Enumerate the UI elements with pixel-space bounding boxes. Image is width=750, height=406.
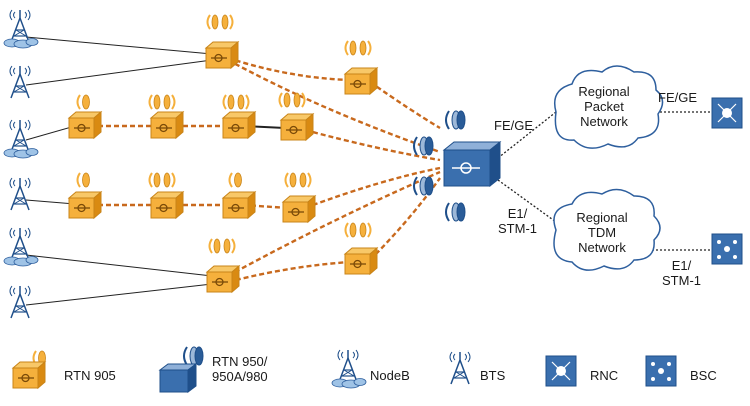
links <box>25 36 712 306</box>
rtn905-row2-1 <box>68 172 102 219</box>
legend-bts-icon <box>449 351 471 385</box>
link-bts1-hub <box>25 59 213 86</box>
regional-packet-network-label: Regional Packet Network <box>578 84 630 129</box>
link-nodeb1-hub <box>25 36 213 55</box>
rtn905-row2-2 <box>148 172 184 219</box>
link-rtn-top-center <box>369 81 441 130</box>
e1-stm1-right-label: E1/ STM-1 <box>662 258 701 288</box>
link-bts3-hub <box>25 283 213 306</box>
legend-bts-label: BTS <box>480 368 506 383</box>
rtn905-row2-4 <box>282 172 316 223</box>
link-nodeb2-rtn <box>25 125 76 141</box>
rtn905-row2-3 <box>222 172 256 219</box>
link-nodeb3-hub <box>25 254 213 277</box>
link-center-packet <box>497 111 557 159</box>
legend-rtn905-icon <box>12 350 47 389</box>
regional-packet-network-cloud <box>554 65 664 149</box>
rtn905-top-right <box>344 40 378 95</box>
rtn905-hub-bottom <box>206 238 240 293</box>
legend-rnc-icon <box>545 355 577 387</box>
rtn905-row1-2 <box>148 94 184 139</box>
rtn905-bottom-right <box>344 222 378 275</box>
bts-site-2 <box>9 177 31 211</box>
nodeb-site-1 <box>4 10 38 48</box>
rtn905-hub-top <box>205 14 239 69</box>
legend-rtn950-icon <box>158 346 204 393</box>
bts-site-1 <box>9 65 31 99</box>
rtn905-row1-3 <box>222 94 256 139</box>
regional-tdm-network-label: Regional TDM Network <box>576 210 628 255</box>
link-row2-center <box>304 166 441 210</box>
rnc-node <box>711 97 743 129</box>
rtn950-center <box>413 110 502 222</box>
legend-bsc-icon <box>645 355 677 387</box>
bsc-node <box>711 233 743 265</box>
legend-nodeb-icon <box>332 350 366 388</box>
legend-rnc-label: RNC <box>590 368 619 383</box>
bts-site-3 <box>9 285 31 319</box>
link-rtn-bottom-center <box>369 177 441 261</box>
legend-rtn950-label: RTN 950/ 950A/980 <box>212 354 268 384</box>
regional-tdm-network-cloud <box>553 188 661 271</box>
rtn905-row1-1 <box>68 94 102 139</box>
link-hub-top-center <box>227 58 441 154</box>
fe-ge-uplink-label: FE/GE <box>494 118 534 133</box>
legend-rtn905-label: RTN 905 <box>64 368 116 383</box>
legend-nodeb-label: NodeB <box>370 368 410 383</box>
nodeb-site-2 <box>4 120 38 158</box>
legend-bsc-label: BSC <box>690 368 717 383</box>
link-row1-center <box>304 128 441 162</box>
nodeb-site-3 <box>4 228 38 266</box>
link-bts2-rtn <box>25 199 76 205</box>
e1-stm1-uplink-label: E1/ STM-1 <box>498 206 537 236</box>
link-hub-bottom-center <box>227 170 441 278</box>
fe-ge-right-label: FE/GE <box>658 90 698 105</box>
link-hub-bottom-rtn <box>227 260 351 284</box>
